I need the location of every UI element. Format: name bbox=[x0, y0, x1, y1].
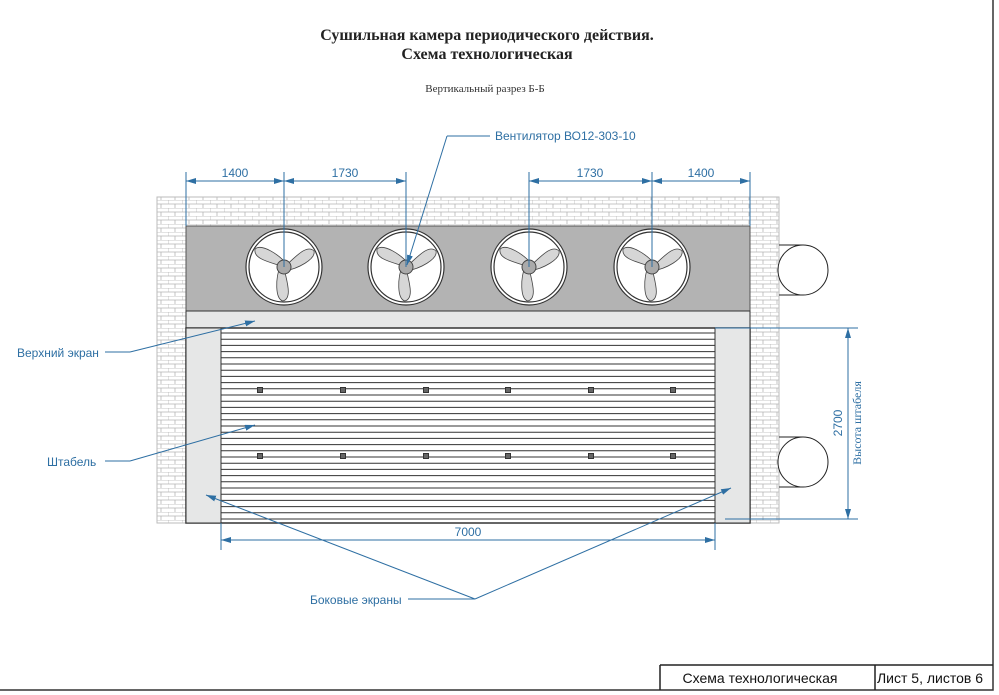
stack-width-dimension: 7000 bbox=[220, 523, 716, 550]
fan-leader: Вентилятор ВО12-303-10 bbox=[406, 129, 636, 266]
spacer-marker bbox=[340, 453, 346, 459]
stack-label: Штабель bbox=[47, 455, 96, 469]
duct-circle-upper bbox=[777, 244, 829, 296]
title-block: Схема технологическая Лист 5, листов 6 bbox=[659, 664, 993, 690]
stack-leader: Штабель bbox=[47, 424, 256, 469]
spacer-marker bbox=[423, 387, 429, 393]
duct-circle-lower bbox=[777, 436, 829, 488]
stack-slats bbox=[221, 332, 715, 520]
dim-7000: 7000 bbox=[455, 525, 482, 539]
spacer-marker bbox=[257, 453, 263, 459]
top-screen bbox=[185, 310, 751, 329]
dim-2700: 2700 bbox=[831, 409, 845, 436]
stack-height-label: Высота штабеля bbox=[850, 381, 864, 465]
stack-spacers bbox=[257, 387, 676, 459]
spacer-marker bbox=[505, 387, 511, 393]
side-screen-left bbox=[185, 327, 222, 524]
section-label: Вертикальный разрез Б-Б bbox=[425, 83, 544, 95]
title-line2: Схема технологическая bbox=[401, 46, 573, 63]
title-line1: Сушильная камера периодического действия… bbox=[320, 27, 654, 44]
dim-1730-right: 1730 bbox=[577, 166, 604, 180]
spacer-marker bbox=[670, 453, 676, 459]
title-block-sheet: Лист 5, листов 6 bbox=[877, 670, 983, 686]
top-screen-leader: Верхний экран bbox=[17, 320, 256, 360]
spacer-marker bbox=[588, 453, 594, 459]
fan-label: Вентилятор ВО12-303-10 bbox=[495, 129, 636, 143]
title-block-name: Схема технологическая bbox=[683, 670, 838, 686]
side-screens-leader: Боковые экраны bbox=[205, 487, 732, 607]
spacer-marker bbox=[340, 387, 346, 393]
top-screen-label: Верхний экран bbox=[17, 346, 99, 360]
side-screen-right bbox=[714, 327, 751, 524]
top-dimensions: 1400 1730 1730 1400 bbox=[185, 166, 751, 267]
spacer-marker bbox=[505, 453, 511, 459]
dim-1400-left: 1400 bbox=[222, 166, 249, 180]
spacer-marker bbox=[588, 387, 594, 393]
spacer-marker bbox=[670, 387, 676, 393]
side-screens-label: Боковые экраны bbox=[310, 593, 402, 607]
dim-1400-right: 1400 bbox=[688, 166, 715, 180]
stack-height-dimension: 2700 Высота штабеля bbox=[715, 327, 864, 520]
dim-1730-left: 1730 bbox=[332, 166, 359, 180]
spacer-marker bbox=[423, 453, 429, 459]
spacer-marker bbox=[257, 387, 263, 393]
